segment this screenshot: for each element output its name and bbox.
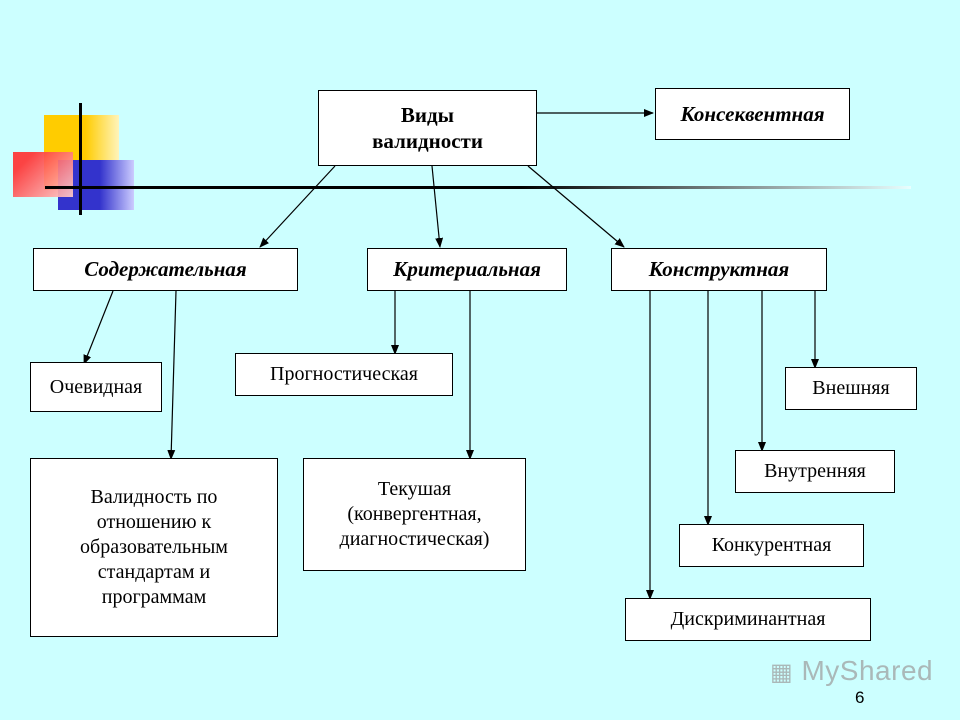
- discriminant-box: Дискриминантная: [625, 598, 871, 641]
- obvious-box: Очевидная: [30, 362, 162, 412]
- deco-red-square: [13, 152, 73, 197]
- concurrent-box: Конкурентная: [679, 524, 864, 567]
- page-number: 6: [855, 688, 865, 707]
- internal-label: Внутренняя: [764, 460, 866, 482]
- content-label: Содержательная: [84, 257, 247, 282]
- internal-box: Внутренняя: [735, 450, 895, 493]
- deco-vertical-line: [79, 103, 82, 215]
- consequent-box: Консеквентная: [655, 88, 850, 140]
- prognostic-box: Прогностическая: [235, 353, 453, 396]
- obvious-label: Очевидная: [49, 375, 143, 398]
- watermark-text: MyShared: [801, 655, 934, 686]
- root-box: Виды валидности: [318, 90, 537, 166]
- external-label: Внешняя: [812, 377, 890, 399]
- construct-box: Конструктная: [611, 248, 827, 291]
- current-box: Текушая (конвергентная, диагностическая): [303, 458, 526, 571]
- deco-horizontal-line: [45, 186, 911, 189]
- current-label: Текушая (конвергентная, диагностическая): [339, 478, 490, 550]
- myshared-watermark: ▦ MyShared: [770, 655, 933, 687]
- discriminant-label: Дискриминантная: [670, 608, 826, 630]
- prognostic-label: Прогностическая: [270, 363, 418, 385]
- content-box: Содержательная: [33, 248, 298, 291]
- root-label: Виды валидности: [372, 102, 483, 153]
- criterion-label: Критериальная: [393, 257, 541, 282]
- criterion-box: Критериальная: [367, 248, 567, 291]
- concurrent-label: Конкурентная: [711, 534, 832, 556]
- standards-label: Валидность по отношению к образовательны…: [80, 486, 228, 608]
- external-box: Внешняя: [785, 367, 917, 410]
- standards-box: Валидность по отношению к образовательны…: [30, 458, 278, 637]
- consequent-label: Консеквентная: [680, 101, 825, 126]
- construct-label: Конструктная: [648, 257, 790, 282]
- watermark-logo-icon: ▦: [770, 659, 794, 686]
